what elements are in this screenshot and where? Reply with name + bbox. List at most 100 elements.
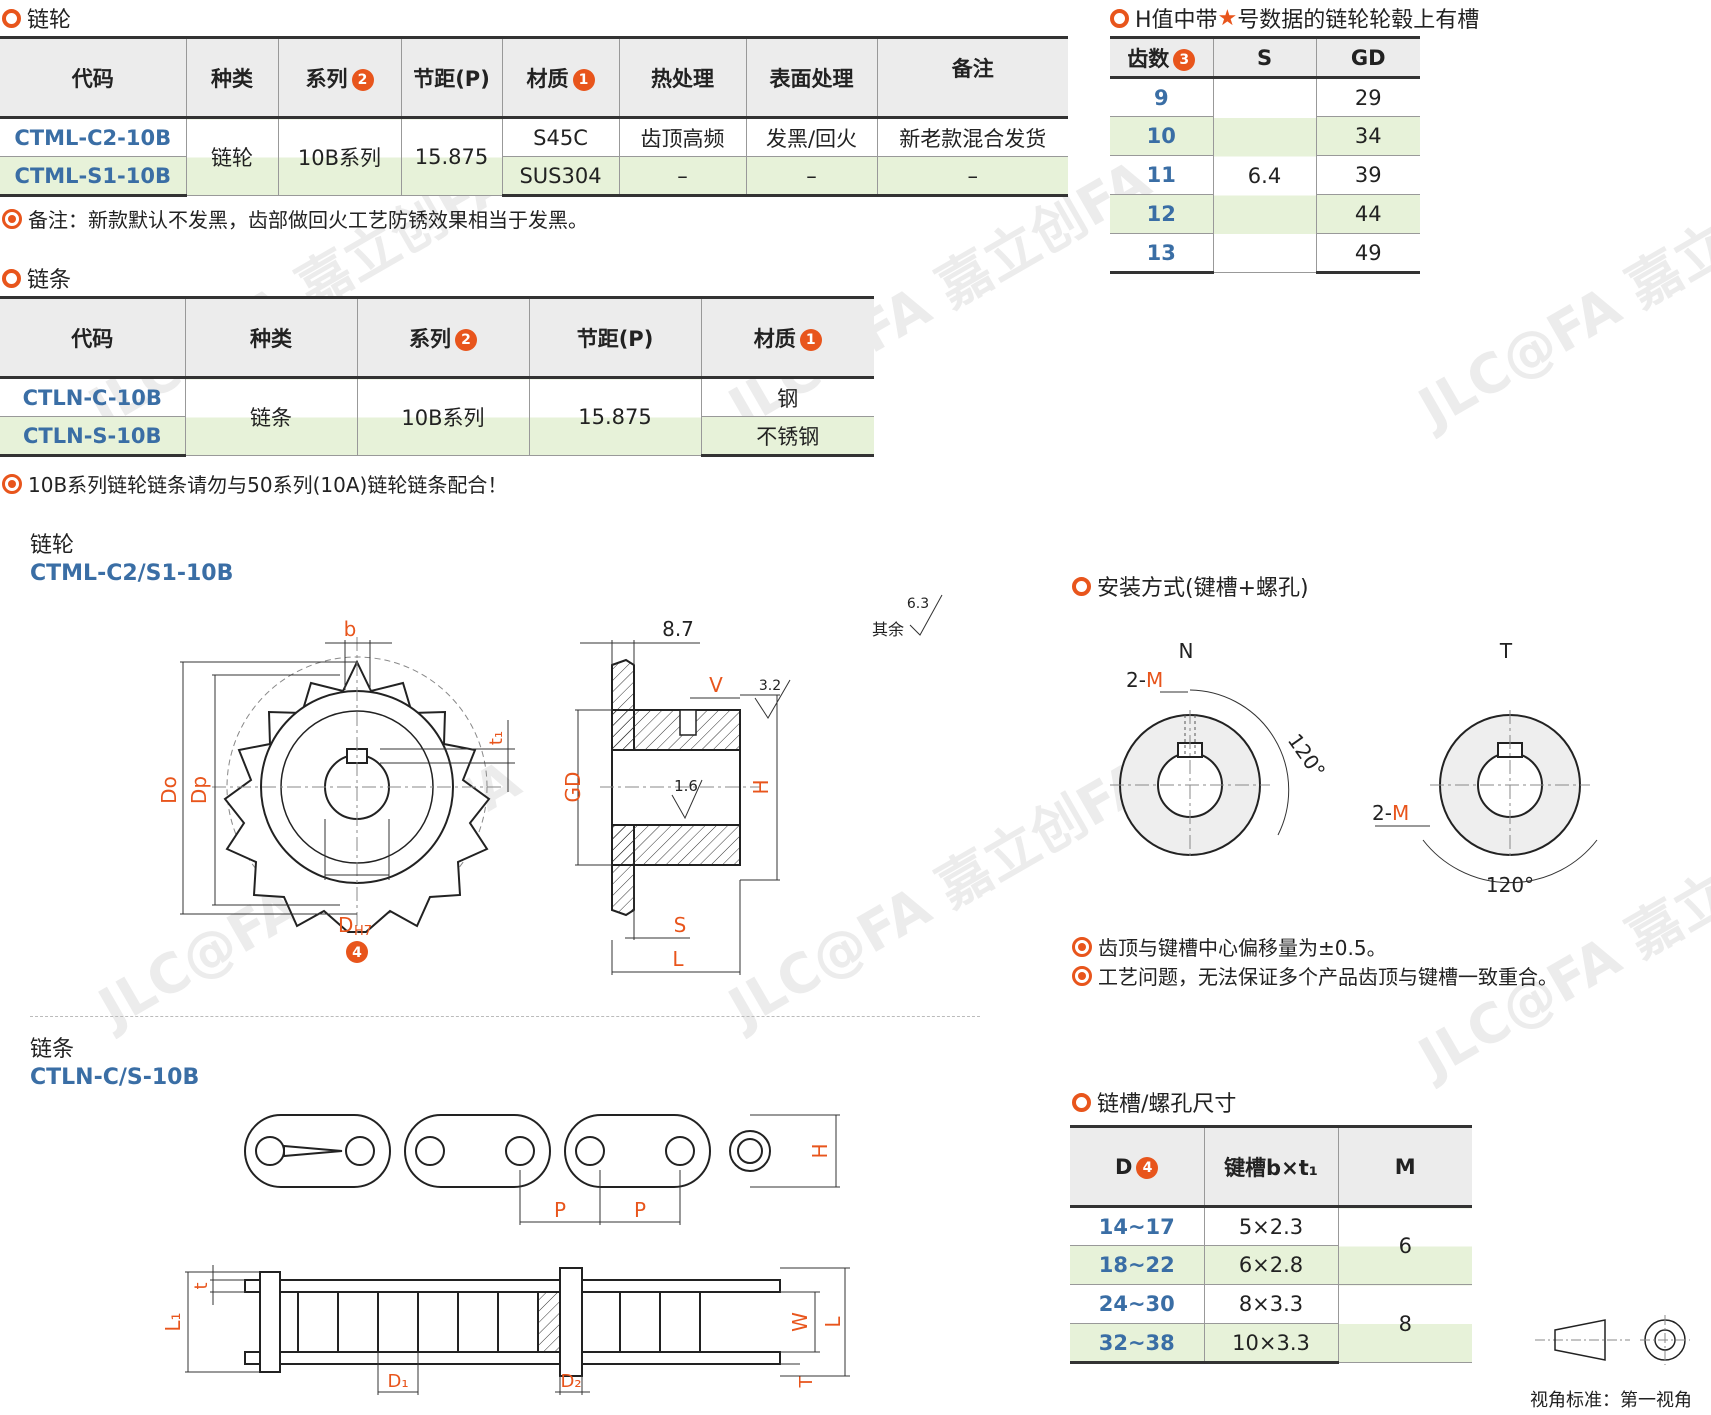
dim-h7: H7 <box>354 924 372 939</box>
dim-h: H <box>749 779 773 794</box>
first-angle-projection-icon <box>1535 1315 1690 1365</box>
col-header-remark: 备注 <box>876 36 1068 119</box>
dim-l1: L₁ <box>161 1312 185 1331</box>
dim-do: Do <box>157 776 181 804</box>
dim-8-7: 8.7 <box>662 617 694 641</box>
section-divider <box>30 1016 980 1017</box>
sprocket-drawing-title: 链轮 CTML-C2/S1-10B <box>30 533 234 586</box>
dim-t1: t₁ <box>486 731 507 745</box>
view-standard-label: 视角标准：第一视角 <box>1530 1390 1692 1411</box>
label-n-m: 2-M <box>1126 668 1163 692</box>
dim-tt: T <box>796 1376 817 1389</box>
keyway-title: 链槽/螺孔尺寸 <box>1072 1086 1236 1118</box>
col-header-s: S <box>1212 36 1317 79</box>
col-header-pitch: 节距(P) <box>528 296 702 379</box>
sprocket-note: 备注：新款默认不发黑，齿部做回火工艺防锈效果相当于发黑。 <box>2 204 588 233</box>
install-t <box>1375 710 1598 884</box>
col-header-code: 代码 <box>0 296 186 379</box>
dim-d1: D₁ <box>387 1371 408 1392</box>
chain-drawing: H P P L₁ t W L T D <box>161 1114 850 1395</box>
install-n <box>1110 689 1290 860</box>
table-row: 13 49 <box>1110 233 1420 274</box>
roughness-6-3: 6.3 <box>907 596 929 612</box>
ring-bullet-icon <box>2 8 21 28</box>
table-row: CTLN-C-10B 链条 10B系列 15.875 钢 <box>0 377 874 456</box>
label-n: N <box>1179 639 1194 663</box>
dim-h: H <box>808 1143 832 1158</box>
install-note-2: 工艺问题，无法保证多个产品齿顶与键槽一致重合。 <box>1072 961 1558 990</box>
badge-1: 1 <box>799 328 822 351</box>
badge-1: 1 <box>572 68 595 91</box>
ring-bullet-icon <box>1072 576 1091 596</box>
col-header-gd: GD <box>1315 36 1420 79</box>
label-t-m: 2-M <box>1372 801 1409 825</box>
dim-t: t <box>191 1282 212 1289</box>
col-header-type: 种类 <box>184 296 358 379</box>
col-header-m: M <box>1337 1125 1472 1208</box>
col-header-pitch: 节距(P) <box>400 36 503 119</box>
ring-bullet-icon <box>2 268 21 288</box>
label-n-angle: 120° <box>1283 729 1330 782</box>
roughness-3-2: 3.2 <box>759 678 781 694</box>
col-header-surface: 表面处理 <box>745 36 878 119</box>
table-row: 9 6.4 29 <box>1110 77 1420 273</box>
badge-3: 3 <box>1173 48 1196 71</box>
dot-bullet-icon <box>2 208 22 229</box>
table-row: 14~17 5×2.3 6 <box>1070 1206 1472 1285</box>
col-header-heat: 热处理 <box>618 36 747 119</box>
chain-drawing-title: 链条 CTLN-C/S-10B <box>30 1037 200 1090</box>
chain-side-view <box>244 1267 781 1377</box>
install-note-1: 齿顶与键槽中心偏移量为±0.5。 <box>1072 932 1387 961</box>
col-header-type: 种类 <box>185 36 279 119</box>
dim-d2: D₂ <box>560 1371 581 1392</box>
svg-text:4: 4 <box>352 945 362 961</box>
sprocket-drawing: b t₁ Do Dp D H7 4 8.7 V 3.2 GD <box>157 594 943 975</box>
dim-dp: Dp <box>187 776 211 804</box>
dot-bullet-icon <box>1072 965 1092 986</box>
dim-l: L <box>672 947 684 971</box>
sprocket-section-title: 链轮 <box>2 2 71 34</box>
dot-bullet-icon <box>1072 936 1092 957</box>
table-row: CTML-S1-10B SUS304 – – – <box>0 156 1068 197</box>
table-row: 24~30 8×3.3 8 <box>1070 1284 1472 1363</box>
dim-w: W <box>788 1312 812 1332</box>
badge-2: 2 <box>455 328 477 351</box>
dim-s: S <box>674 913 687 937</box>
table-row: 11 39 <box>1110 155 1420 195</box>
dim-gd: GD <box>561 772 585 803</box>
roughness-other: 其余 <box>872 620 904 639</box>
dot-bullet-icon <box>2 473 22 494</box>
dim-v: V <box>709 673 723 697</box>
install-title: 安装方式(键槽+螺孔) <box>1072 570 1309 602</box>
ring-bullet-icon <box>1110 8 1129 28</box>
dim-p1: P <box>554 1198 566 1222</box>
badge-4: 4 <box>1136 1156 1159 1179</box>
table-row: CTML-C2-10B 链轮 10B系列 15.875 S45C 齿顶高频 发黑… <box>0 117 1068 196</box>
roughness-1-6: 1.6 <box>674 777 698 795</box>
chain-section-title: 链条 <box>2 262 71 294</box>
label-t: T <box>1499 639 1513 663</box>
chain-top-view <box>244 1114 771 1188</box>
badge-4 <box>346 941 368 963</box>
label-t-angle: 120° <box>1486 873 1534 897</box>
chain-note: 10B系列链轮链条请勿与50系列(10A)链轮链条配合！ <box>2 469 507 498</box>
badge-2: 2 <box>351 68 374 91</box>
col-header-keyway: 键槽b×t₁ <box>1203 1125 1339 1208</box>
ring-bullet-icon <box>1072 1092 1091 1112</box>
dim-l: L <box>821 1316 845 1328</box>
sprocket-front-view <box>212 637 502 937</box>
star-icon: ★ <box>1217 5 1238 31</box>
h-table-title: H值中带★号数据的链轮轮毂上有槽 <box>1110 2 1479 34</box>
watermark: JLC@FA 嘉立创FA <box>1408 148 1711 440</box>
dim-d: D <box>338 913 353 937</box>
